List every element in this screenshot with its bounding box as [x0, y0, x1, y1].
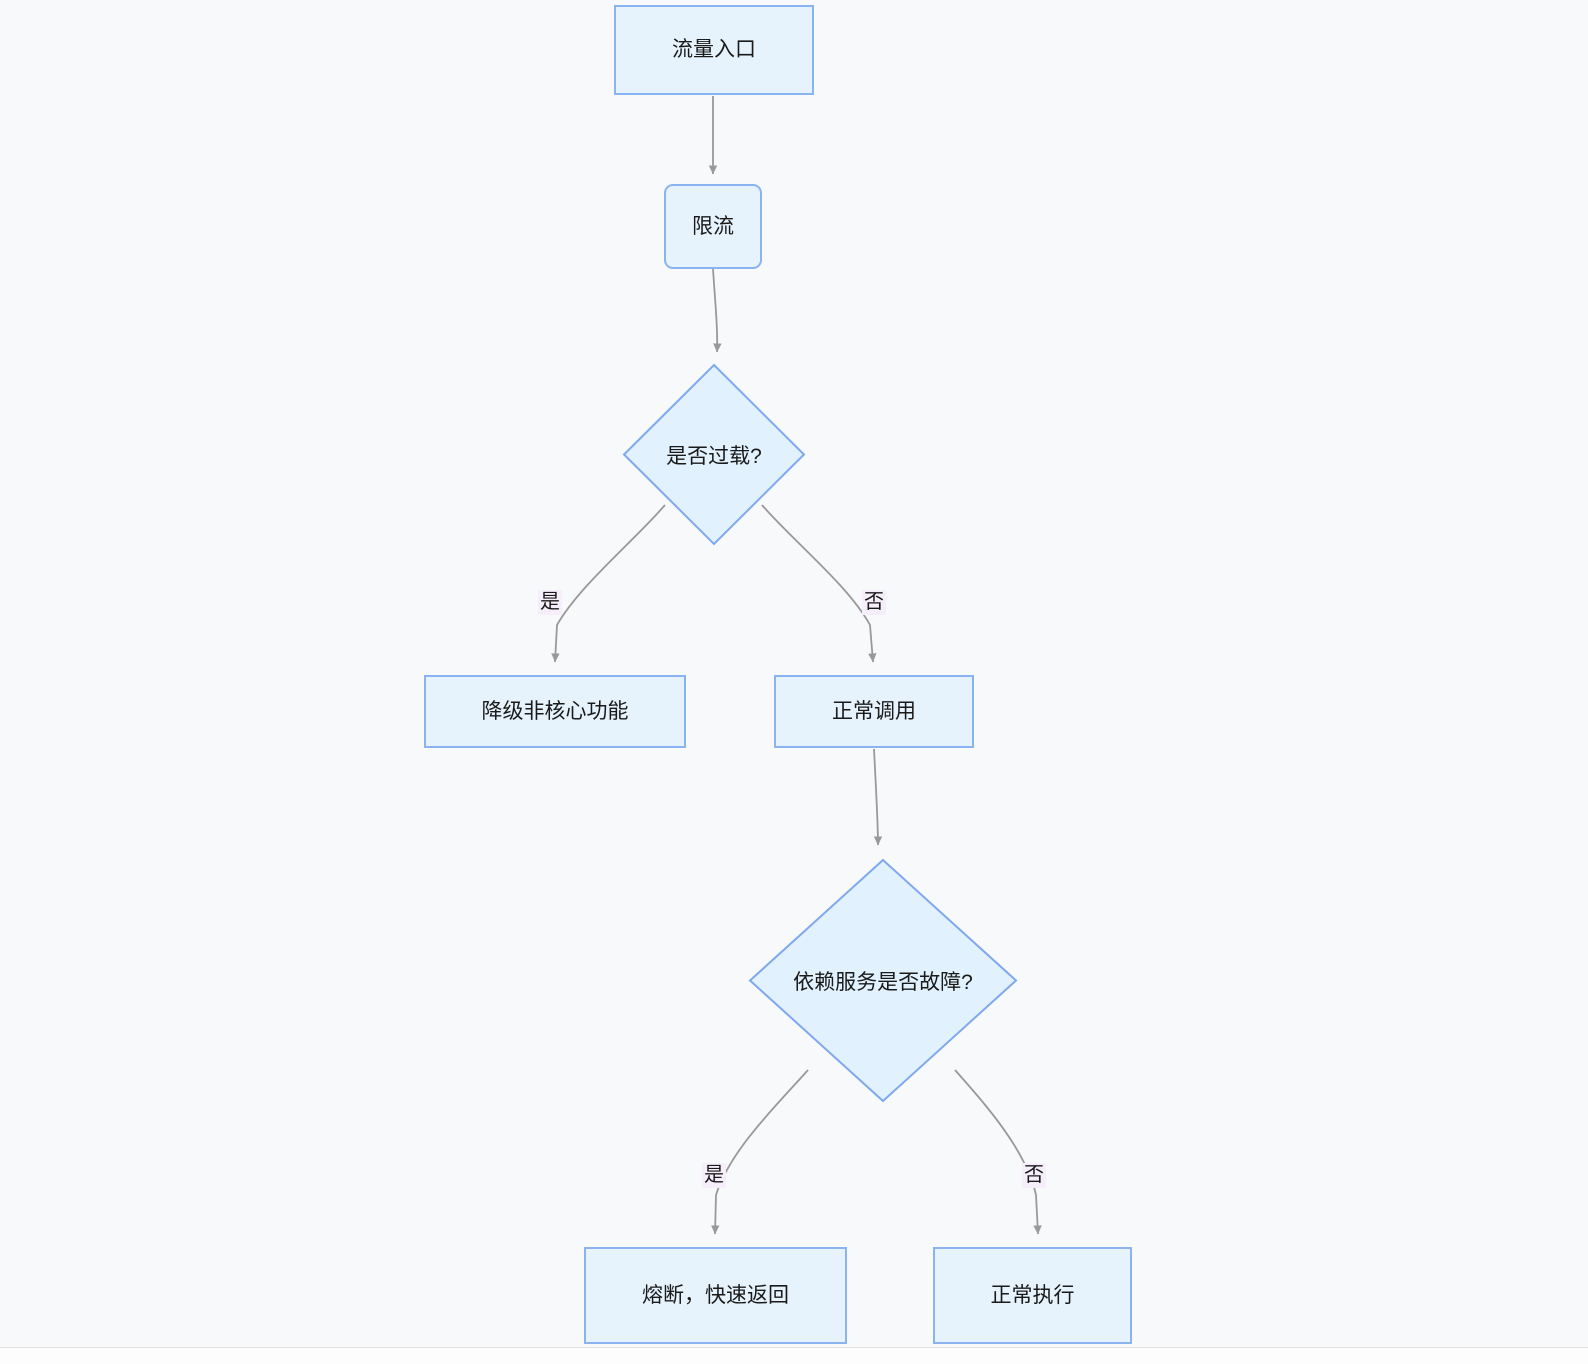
- edge-label-depfail-no: 否: [1022, 1163, 1046, 1188]
- node-dependency-failure-decision[interactable]: 依赖服务是否故障?: [748, 858, 1018, 1103]
- node-normal-call-label: 正常调用: [832, 699, 916, 723]
- node-degrade-label: 降级非核心功能: [481, 699, 629, 723]
- node-normal-exec-label: 正常执行: [990, 1283, 1075, 1307]
- diamond-shape-overload: [622, 363, 806, 546]
- node-rate-limit-label: 限流: [692, 214, 734, 238]
- node-circuit-break-label: 熔断，快速返回: [642, 1283, 789, 1307]
- footer-divider: [0, 1347, 1588, 1348]
- edge-label-overload-no: 否: [862, 590, 886, 615]
- node-normal-exec[interactable]: 正常执行: [933, 1247, 1132, 1344]
- edge-normal-to-depfail: [873, 748, 883, 846]
- edge-label-overload-yes: 是: [538, 590, 562, 615]
- node-overload-decision[interactable]: 是否过载?: [622, 363, 806, 546]
- node-overload-decision-label: 是否过载?: [666, 444, 762, 468]
- node-dependency-failure-decision-label: 依赖服务是否故障?: [793, 970, 973, 994]
- node-entry-label: 流量入口: [672, 38, 756, 62]
- diamond-shape-dependency-failure: [748, 858, 1018, 1103]
- node-entry[interactable]: 流量入口: [614, 5, 814, 95]
- node-normal-call[interactable]: 正常调用: [774, 675, 974, 748]
- footer-area: [0, 1348, 1588, 1364]
- node-rate-limit[interactable]: 限流: [664, 184, 762, 269]
- edge-label-depfail-yes: 是: [702, 1163, 726, 1188]
- node-degrade[interactable]: 降级非核心功能: [424, 675, 686, 748]
- edge-limit-to-overload: [712, 268, 722, 353]
- node-circuit-break[interactable]: 熔断，快速返回: [584, 1247, 847, 1344]
